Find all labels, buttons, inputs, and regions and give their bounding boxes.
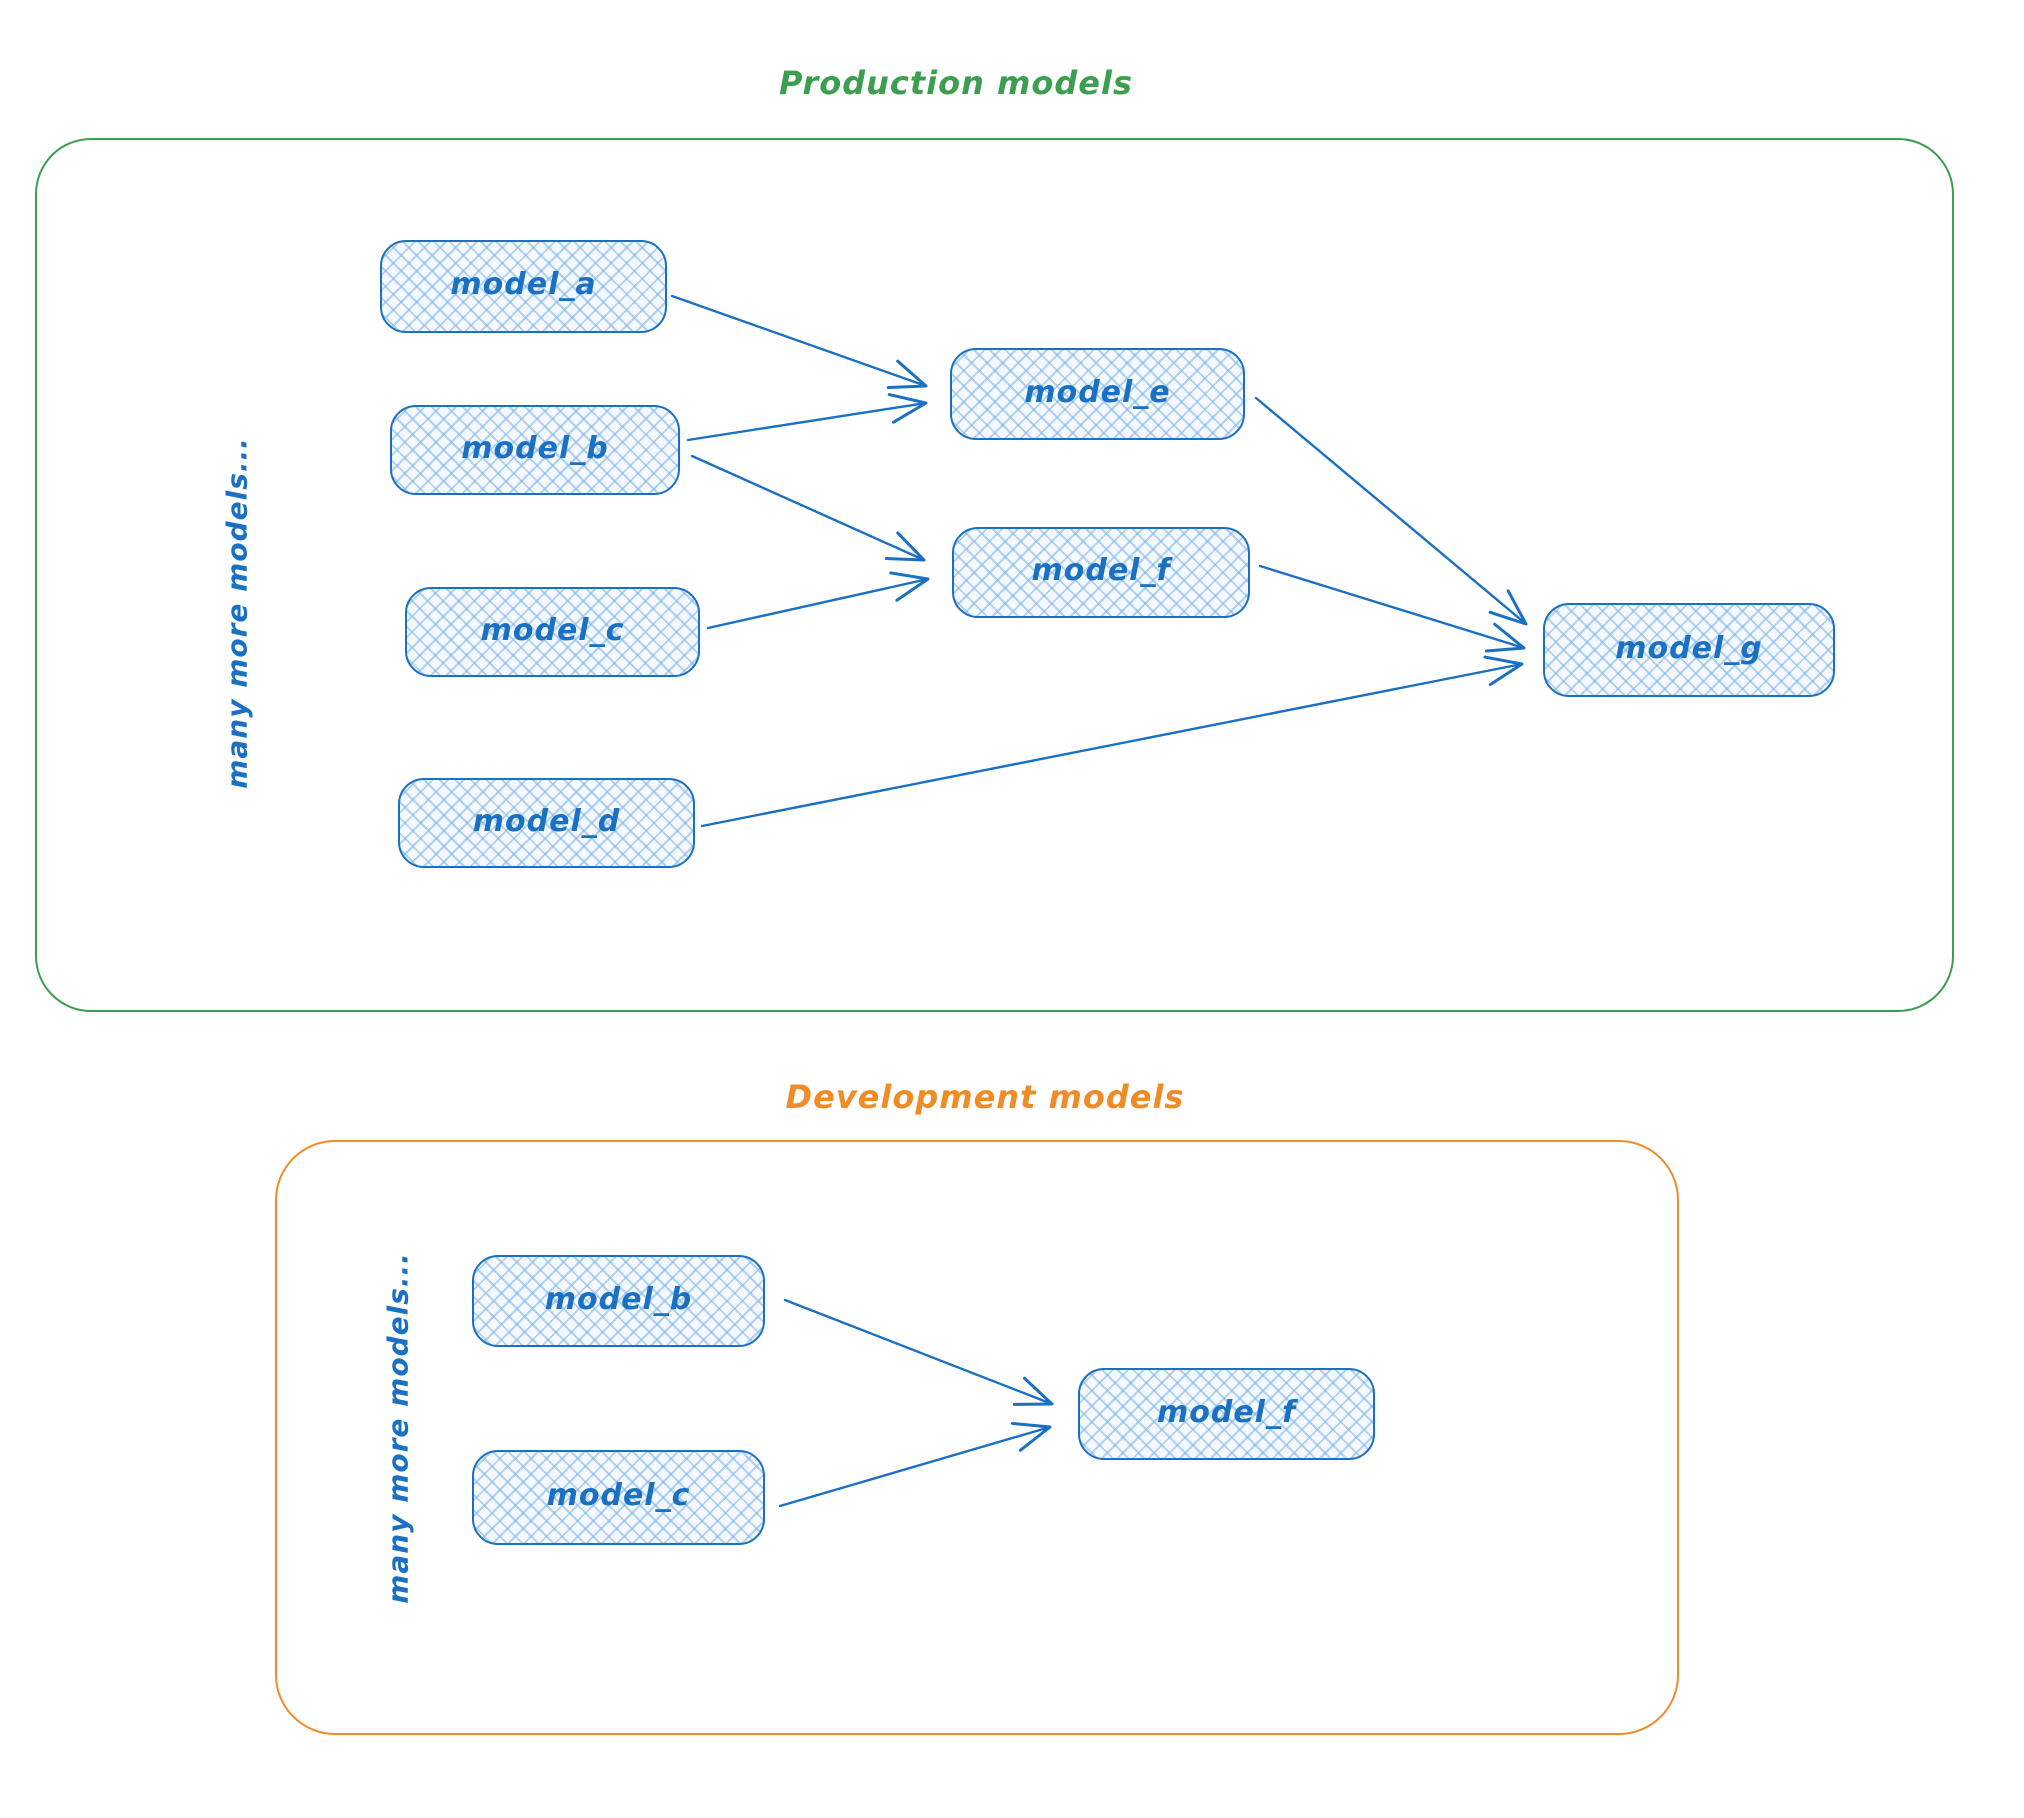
node-label: model_d [472,803,621,839]
development-section-title: Development models [785,1078,1185,1116]
development-side-label: many more models... [381,1252,415,1604]
node-label: model_g [1615,630,1763,666]
node-label: model_f [1031,553,1171,588]
development-frame [275,1140,1679,1735]
production-side-label: many more models... [220,437,254,789]
node-label: model_c [480,612,625,648]
production-node-model_e: model_e [950,348,1245,440]
node-label: model_b [544,1281,693,1317]
production-node-model_c: model_c [405,587,700,677]
node-label: model_e [1024,374,1171,410]
node-label: model_a [450,267,597,302]
production-node-model_g: model_g [1543,603,1835,697]
development-node-model_c: model_c [472,1450,765,1545]
node-label: model_b [461,430,609,466]
production-node-model_b: model_b [390,405,680,495]
development-node-model_b: model_b [472,1255,765,1347]
production-node-model_a: model_a [380,240,667,333]
node-label: model_f [1156,1394,1297,1430]
production-section-title: Production models [778,64,1134,102]
production-node-model_f: model_f [952,527,1250,618]
production-node-model_d: model_d [398,778,695,868]
production-frame [35,138,1954,1012]
node-label: model_c [546,1478,691,1513]
development-node-model_f: model_f [1078,1368,1375,1460]
